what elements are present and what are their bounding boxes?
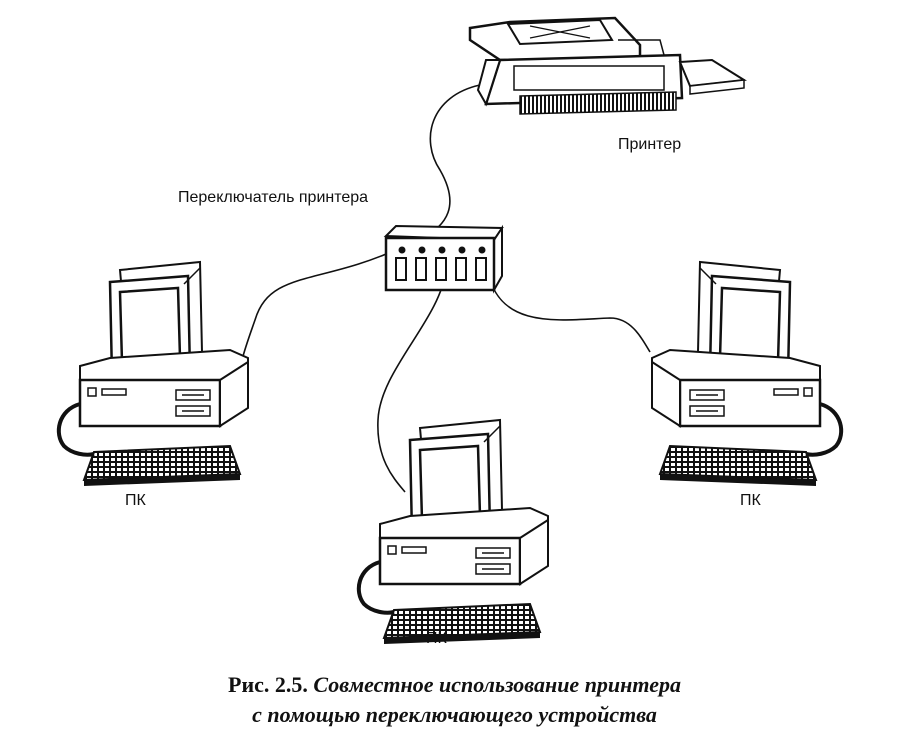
caption-number: Рис. 2.5. xyxy=(228,672,308,697)
cable-center-pc xyxy=(377,269,447,493)
label-pc-right: ПК xyxy=(740,492,761,509)
cable-printer xyxy=(419,84,481,241)
cable-right-pc xyxy=(487,271,651,353)
pc-center-icon xyxy=(356,418,550,646)
figure-caption-line2: с помощью переключающего устройства xyxy=(0,700,909,730)
label-printer-switch: Переключатель принтера xyxy=(178,189,369,206)
caption-line1: Совместное использование принтера xyxy=(313,672,681,697)
cable-left-pc xyxy=(241,247,401,361)
caption-line2: с помощью переключающего устройства xyxy=(252,702,657,727)
label-printer: Принтер xyxy=(618,136,682,153)
pc-right-icon xyxy=(650,260,844,488)
label-pc-center: ПК xyxy=(426,630,447,647)
printer-switch-icon xyxy=(383,224,504,294)
pc-left-icon xyxy=(56,260,250,488)
label-pc-left: ПК xyxy=(125,492,146,509)
printer-icon xyxy=(468,16,747,115)
figure-caption: Рис. 2.5. Совместное использование принт… xyxy=(0,670,909,700)
